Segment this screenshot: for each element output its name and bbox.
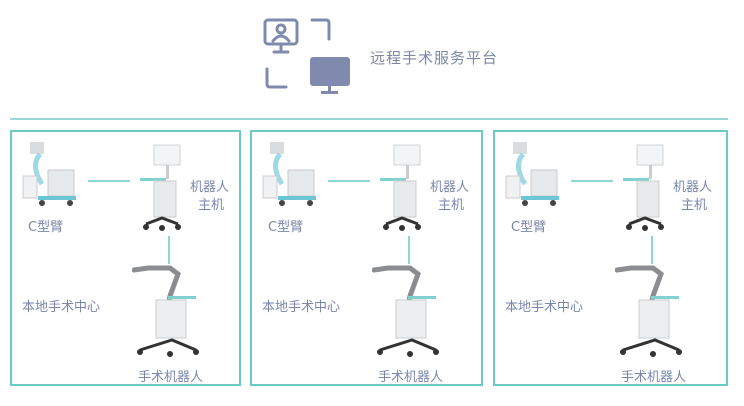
robot-host-label-line1: 机器人	[430, 180, 470, 195]
surgical-robot-label: 手术机器人	[621, 370, 687, 385]
connection-line	[651, 236, 653, 264]
c-arm-label: C型臂	[511, 220, 547, 235]
local-surgery-center-panel: C型臂 机器人 主机 手术机器人 本地手术中心	[250, 130, 483, 386]
c-arm-image	[22, 142, 76, 206]
surgical-robot-image	[615, 265, 682, 357]
remote-monitors-icon	[263, 18, 350, 94]
local-center-label: 本地手术中心	[22, 300, 101, 315]
local-center-label: 本地手术中心	[262, 300, 341, 315]
surgical-robot-image	[132, 265, 199, 357]
local-surgery-center-panel: C型臂 机器人 主机 手术机器人 本地手术中心	[493, 130, 728, 386]
local-center-label: 本地手术中心	[505, 300, 584, 315]
robot-host-image	[380, 144, 421, 231]
robot-host-label-line2: 主机	[681, 198, 708, 213]
robot-host-label-line2: 主机	[198, 198, 225, 213]
platform-title: 远程手术服务平台	[370, 49, 499, 67]
robot-host-label-line2: 主机	[438, 198, 465, 213]
connection-line	[408, 236, 410, 264]
robot-host-label-line1: 机器人	[673, 180, 713, 195]
c-arm-label: C型臂	[268, 220, 304, 235]
connection-line	[168, 236, 170, 264]
c-arm-image	[505, 142, 559, 206]
local-surgery-center-panel: C型臂 机器人 主机 手术机器人 本地手术中心	[10, 130, 241, 386]
surgical-robot-image	[372, 265, 439, 357]
connection-line	[571, 180, 613, 182]
divider-line	[10, 118, 728, 120]
robot-host-label-line1: 机器人	[190, 180, 230, 195]
robot-host-image	[623, 144, 664, 231]
robot-host-image	[140, 144, 181, 231]
c-arm-label: C型臂	[28, 220, 64, 235]
connection-line	[88, 180, 130, 182]
surgical-robot-label: 手术机器人	[378, 370, 444, 385]
surgical-robot-label: 手术机器人	[138, 370, 204, 385]
connection-line	[328, 180, 370, 182]
c-arm-image	[262, 142, 316, 206]
